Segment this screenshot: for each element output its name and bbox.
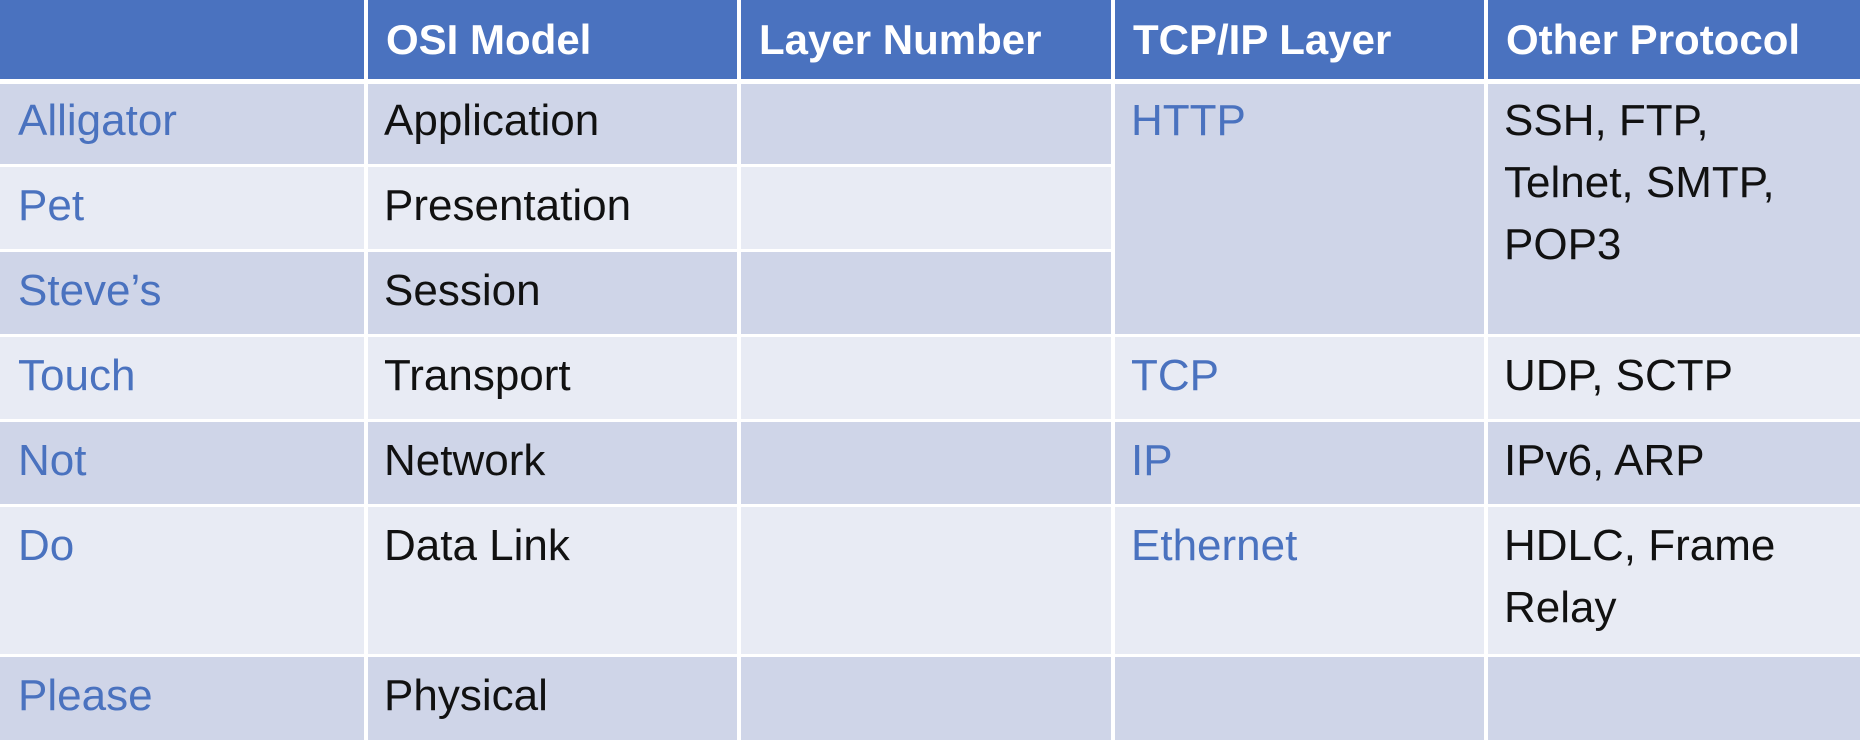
layer-number-cell [739,335,1113,420]
row-divider [0,419,1860,422]
protocol-line: Relay [1504,583,1617,632]
tcpip-layer-cell [1113,655,1486,740]
osi-layer-cell: Network [366,420,739,505]
layer-number-cell [739,165,1113,250]
column-divider [1111,0,1115,740]
header-cell-other-protocol: Other Protocol [1486,0,1860,80]
row-divider [0,504,1860,507]
layer-number-cell [739,655,1113,740]
other-protocol-cell: SSH, FTP, Telnet, SMTP, POP3 [1486,80,1860,335]
mnemonic-cell: Alligator [0,80,366,165]
row-divider [0,334,1860,337]
mnemonic-cell: Touch [0,335,366,420]
column-divider [1484,0,1488,740]
protocol-line: SSH, FTP, [1504,96,1709,145]
layer-number-cell [739,420,1113,505]
mnemonic-cell: Steve’s [0,250,366,335]
osi-layer-cell: Session [366,250,739,335]
mnemonic-cell: Pet [0,165,366,250]
other-protocol-cell: UDP, SCTP [1486,335,1860,420]
header-cell-tcpip-layer: TCP/IP Layer [1113,0,1486,80]
tcpip-layer-cell: Ethernet [1113,505,1486,655]
row-divider [0,249,1113,252]
other-protocol-cell [1486,655,1860,740]
column-divider [737,0,741,740]
other-protocol-cell: IPv6, ARP [1486,420,1860,505]
osi-layer-cell: Physical [366,655,739,740]
header-cell-mnemonic [0,0,366,80]
row-divider [0,654,1860,657]
mnemonic-cell: Not [0,420,366,505]
protocol-line: HDLC, Frame [1504,521,1776,570]
header-cell-layer-number: Layer Number [739,0,1113,80]
mnemonic-cell: Do [0,505,366,655]
tcpip-layer-cell: TCP [1113,335,1486,420]
layer-number-cell [739,80,1113,165]
osi-layer-cell: Application [366,80,739,165]
tcpip-layer-cell: IP [1113,420,1486,505]
protocol-line: Telnet, SMTP, [1504,158,1775,207]
layer-number-cell [739,250,1113,335]
tcpip-layer-cell: HTTP [1113,80,1486,335]
mnemonic-cell: Please [0,655,366,740]
protocol-line: POP3 [1504,220,1622,269]
osi-layer-cell: Presentation [366,165,739,250]
row-divider [0,79,1860,84]
layer-number-cell [739,505,1113,655]
column-divider [364,0,368,740]
header-cell-osi-model: OSI Model [366,0,739,80]
osi-layer-cell: Data Link [366,505,739,655]
osi-layer-cell: Transport [366,335,739,420]
row-divider [0,164,1113,167]
other-protocol-cell: HDLC, Frame Relay [1486,505,1860,655]
